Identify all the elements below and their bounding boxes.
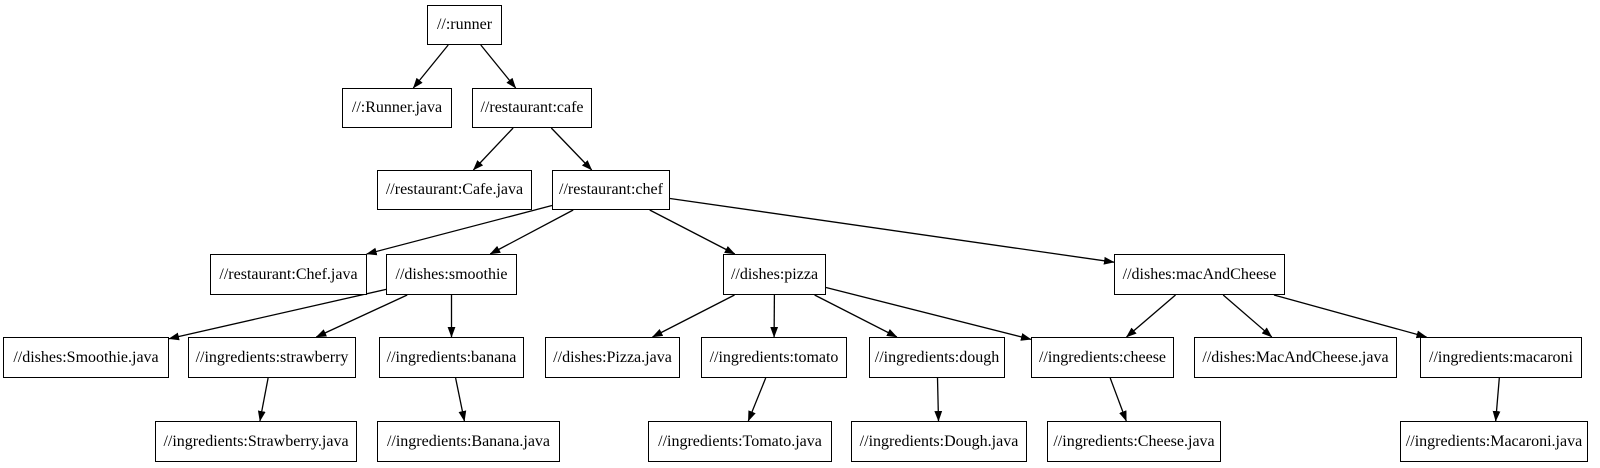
graph-node-chef-java: //restaurant:Chef.java (210, 254, 367, 295)
graph-node-label: //dishes:macAndCheese (1122, 265, 1277, 283)
graph-node-dough: //ingredients:dough (869, 337, 1005, 378)
graph-edge-smoothie-to-strawberry (315, 294, 408, 338)
graph-edge-cafe-to-chef (550, 127, 593, 171)
graph-node-smoothie-java: //dishes:Smoothie.java (3, 337, 169, 378)
graph-edge-cheese-to-cheese-java (1109, 377, 1127, 422)
graph-node-tomato-java: //ingredients:Tomato.java (648, 421, 832, 462)
graph-node-label: //restaurant:chef (559, 181, 663, 198)
graph-node-tomato: //ingredients:tomato (701, 337, 847, 378)
graph-node-label: //ingredients:cheese (1038, 348, 1167, 366)
graph-edge-mac-and-cheese-to-macaroni (1273, 294, 1428, 339)
graph-node-label: //:Runner.java (351, 99, 443, 116)
graph-node-label: //restaurant:Cafe.java (385, 181, 524, 198)
graph-node-label: //dishes:smoothie (395, 265, 508, 283)
graph-edge-strawberry-to-strawberry-java (257, 377, 269, 422)
graph-node-label: //:runner (436, 16, 493, 33)
graph-edge-runner-to-runner-java (412, 44, 449, 89)
graph-edge-macaroni-to-macaroni-java (1492, 377, 1501, 422)
graph-edge-chef-to-chef-java (366, 204, 553, 256)
graph-node-pizza: //dishes:pizza (723, 254, 826, 295)
graph-node-label: //ingredients:Tomato.java (658, 432, 822, 450)
graph-node-label: //ingredients:banana (386, 348, 517, 366)
graph-edge-pizza-to-cheese (825, 286, 1032, 341)
graph-node-strawberry-java: //ingredients:Strawberry.java (155, 421, 357, 462)
graph-node-label: //ingredients:Macaroni.java (1405, 432, 1583, 450)
graph-edge-banana-to-banana-java (454, 377, 467, 422)
graph-edge-tomato-to-tomato-java (747, 377, 767, 422)
graph-node-label: //ingredients:Strawberry.java (163, 432, 349, 450)
graph-node-cafe-java: //restaurant:Cafe.java (377, 170, 532, 210)
graph-node-label: //ingredients:tomato (709, 348, 839, 366)
graph-edge-chef-to-pizza (649, 209, 736, 255)
graph-node-label: //dishes:Pizza.java (553, 348, 672, 366)
graph-node-chef: //restaurant:chef (552, 170, 670, 210)
graph-node-label: //ingredients:dough (874, 348, 1000, 366)
graph-edge-mac-and-cheese-to-mac-and-cheese-java (1222, 294, 1273, 338)
graph-node-label: //dishes:MacAndCheese.java (1202, 348, 1389, 366)
graph-node-smoothie: //dishes:smoothie (386, 254, 517, 295)
graph-edge-runner-to-cafe (480, 44, 517, 89)
graph-node-banana: //ingredients:banana (379, 337, 524, 378)
graph-node-label: //dishes:Smoothie.java (13, 348, 159, 366)
graph-node-cheese: //ingredients:cheese (1031, 337, 1174, 378)
graph-node-runner-java: //:Runner.java (342, 88, 452, 128)
graph-edge-dough-to-dough-java (934, 377, 943, 422)
graph-node-label: //restaurant:cafe (480, 99, 584, 116)
graph-node-strawberry: //ingredients:strawberry (188, 337, 356, 378)
graph-edge-pizza-to-dough (814, 294, 898, 338)
graph-edge-pizza-to-pizza-java (651, 294, 735, 338)
graph-node-label: //restaurant:Chef.java (219, 265, 358, 283)
graph-node-label: //ingredients:strawberry (195, 348, 349, 366)
graph-node-banana-java: //ingredients:Banana.java (377, 421, 560, 462)
graph-node-dough-java: //ingredients:Dough.java (851, 421, 1027, 462)
graph-node-cafe: //restaurant:cafe (472, 88, 592, 128)
graph-edge-chef-to-smoothie (489, 209, 574, 255)
graph-node-mac-and-cheese-java: //dishes:MacAndCheese.java (1194, 337, 1397, 378)
graph-node-runner: //:runner (427, 5, 502, 45)
graph-edge-chef-to-mac-and-cheese (669, 197, 1115, 265)
graph-node-label: //ingredients:Banana.java (386, 432, 551, 450)
graph-node-macaroni: //ingredients:macaroni (1420, 337, 1582, 378)
graph-node-label: //ingredients:Cheese.java (1053, 432, 1215, 450)
graph-edge-cafe-to-cafe-java (472, 127, 514, 171)
graph-node-label: //ingredients:macaroni (1429, 348, 1573, 366)
graph-node-pizza-java: //dishes:Pizza.java (545, 337, 680, 378)
graph-node-cheese-java: //ingredients:Cheese.java (1047, 421, 1221, 462)
graph-node-macaroni-java: //ingredients:Macaroni.java (1400, 421, 1588, 462)
graph-node-mac-and-cheese: //dishes:macAndCheese (1114, 254, 1285, 295)
graph-node-label: //ingredients:Dough.java (859, 432, 1019, 450)
graph-edge-smoothie-to-smoothie-java (168, 288, 387, 341)
graph-edge-mac-and-cheese-to-cheese (1126, 294, 1176, 338)
graph-node-label: //dishes:pizza (730, 265, 819, 283)
